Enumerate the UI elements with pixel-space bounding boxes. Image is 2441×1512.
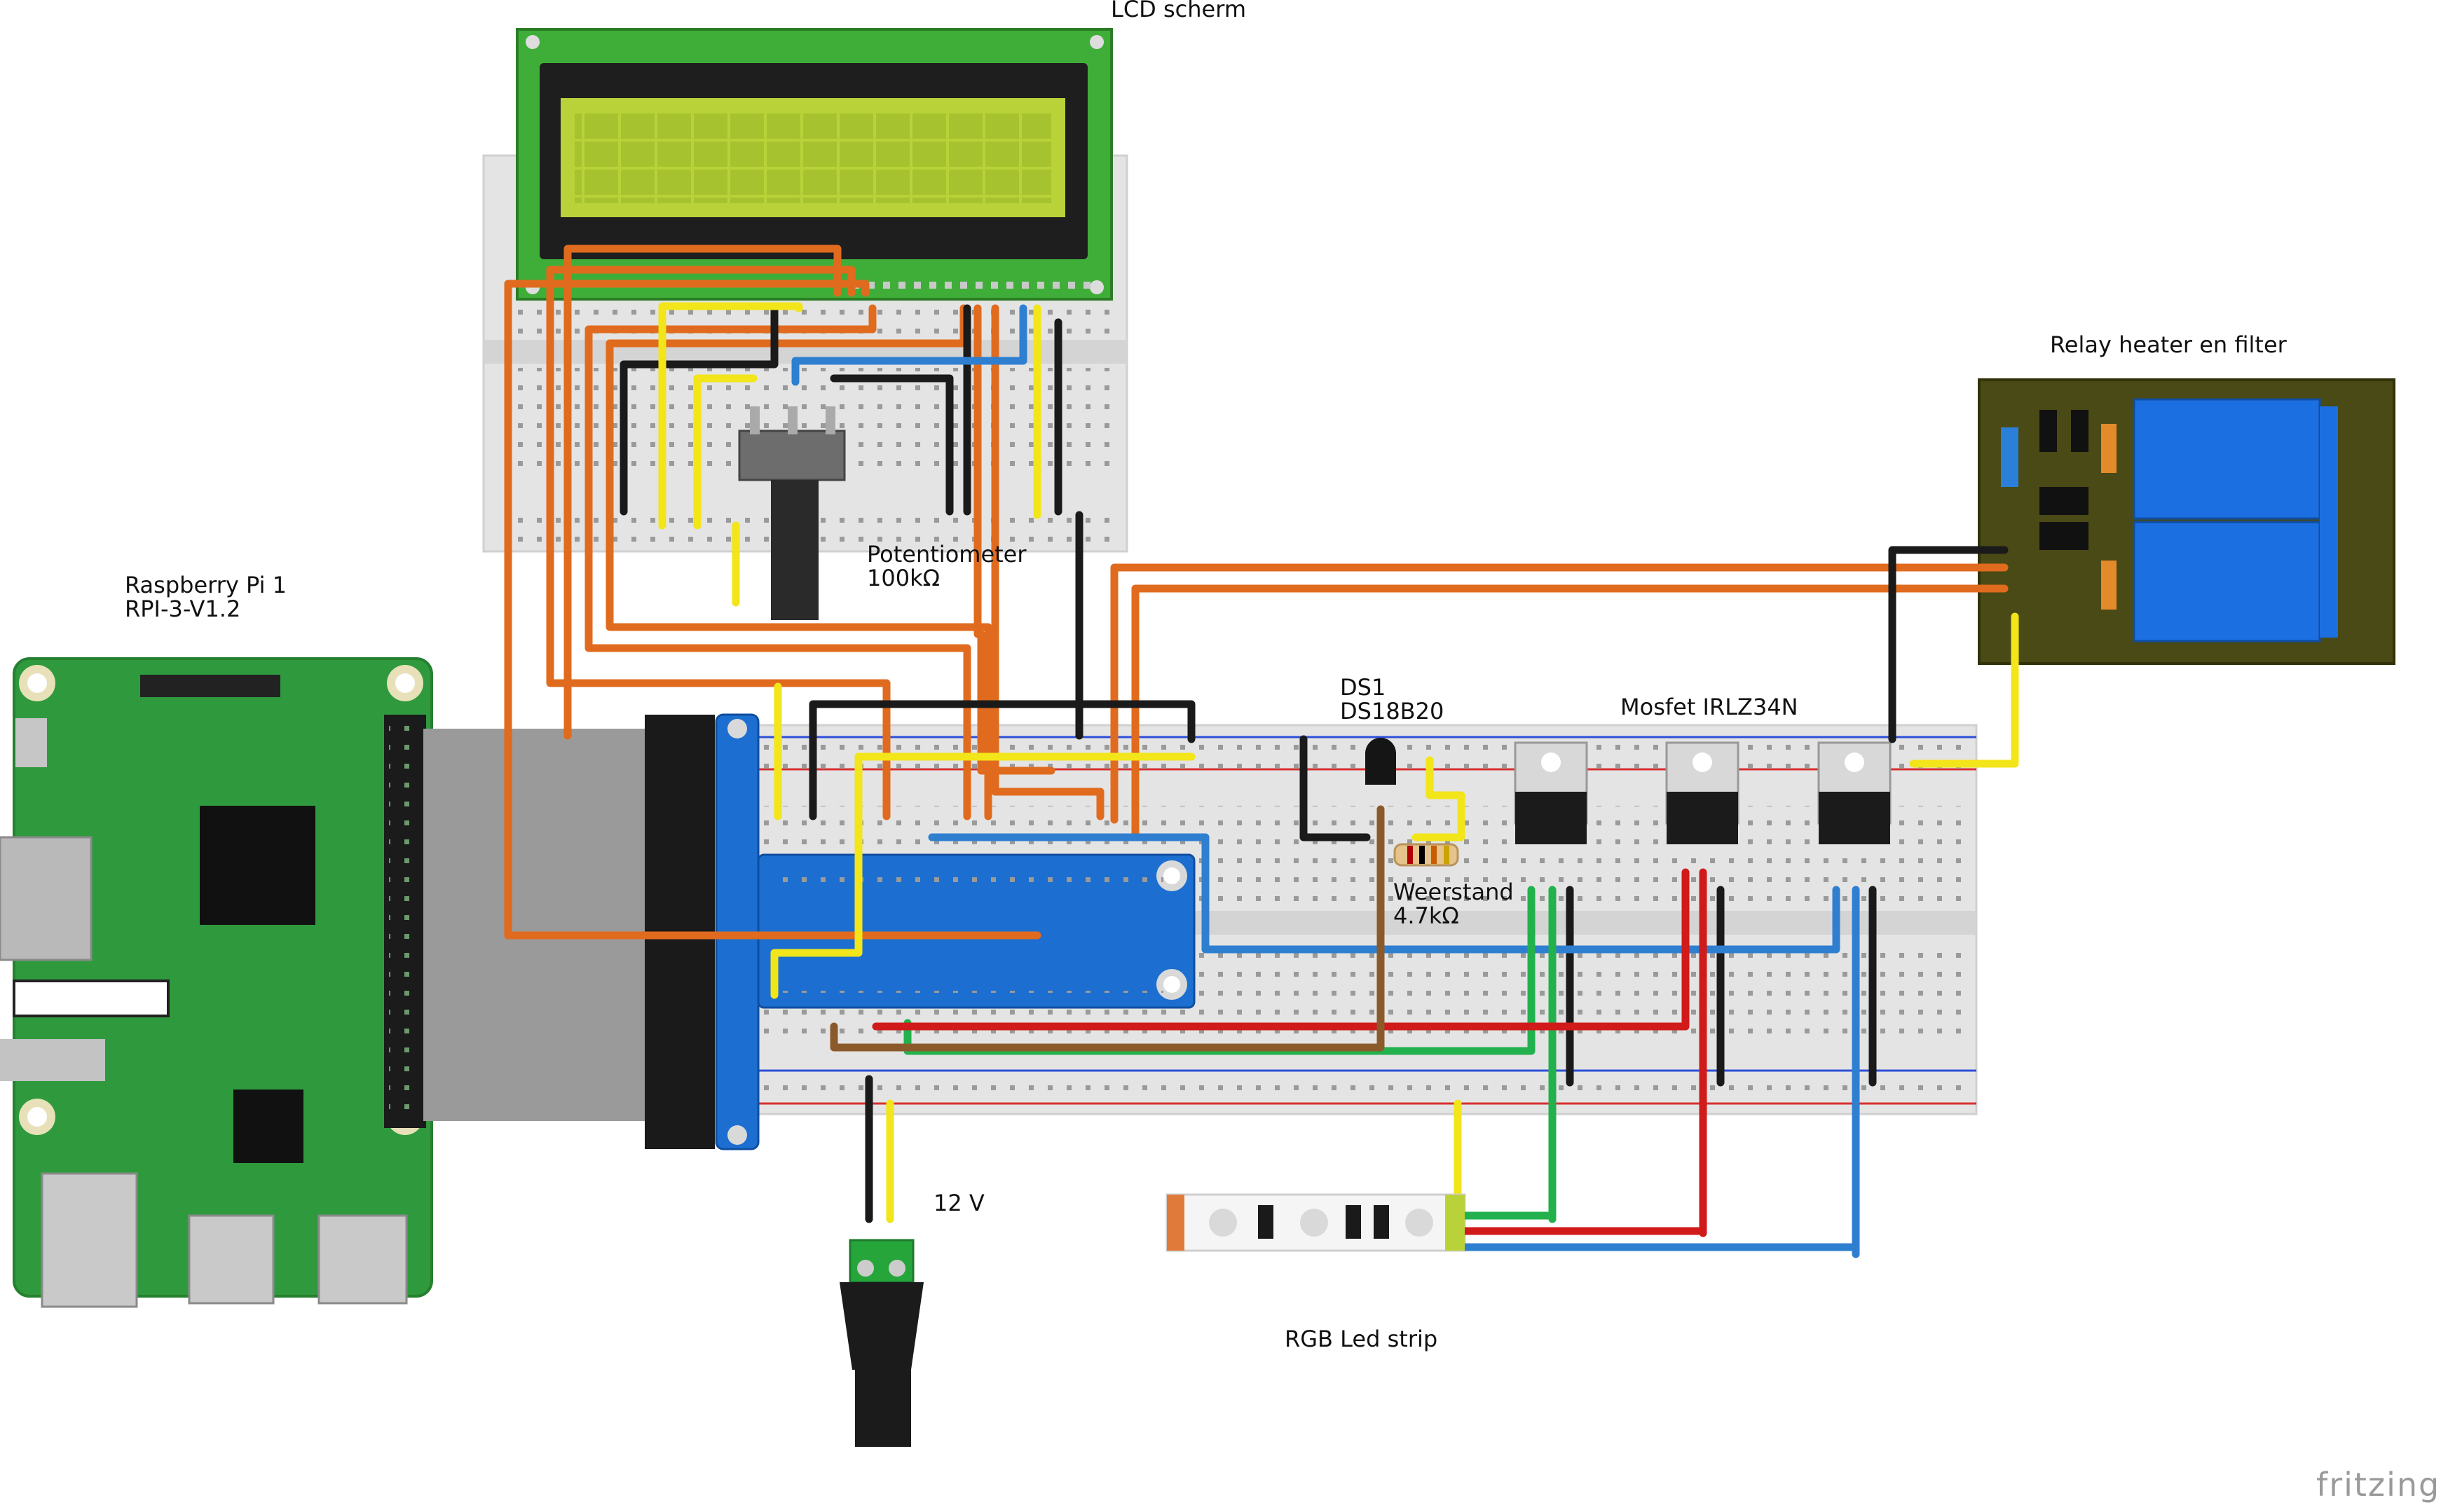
fritzing-brand: fritzing <box>2316 1466 2441 1504</box>
wire-yellow-7 <box>770 752 863 999</box>
resistor-value-label: 4.7kΩ <box>1393 902 1459 929</box>
wire-yellow-8 <box>1425 756 1465 841</box>
wire-black-3 <box>830 374 954 516</box>
wire-orange-6 <box>973 304 1055 775</box>
wire-yellow-1 <box>658 302 803 530</box>
potentiometer <box>738 406 846 620</box>
wire-black-6 <box>809 700 1196 820</box>
rpi-name-label: Raspberry Pi 1 <box>125 572 287 598</box>
wire-orange-4 <box>584 304 971 820</box>
relay-label: Relay heater en filter <box>2050 331 2287 358</box>
mosfet-1 <box>1514 741 1588 844</box>
rgb-label: RGB Led strip <box>1285 1326 1438 1352</box>
wires <box>504 245 2019 1258</box>
mosfet-2 <box>1665 741 1739 844</box>
lcd-label: LCD scherm <box>1111 0 1246 22</box>
wire-black-1 <box>620 304 779 516</box>
wire-black-7 <box>1299 735 1371 841</box>
resistor <box>1393 843 1459 867</box>
pot-value-label: 100kΩ <box>867 565 941 591</box>
wire-black-8 <box>1888 546 2009 743</box>
raspberry-pi-board <box>0 657 715 1308</box>
ds-model-label: DS18B20 <box>1340 698 1444 724</box>
wire-orange-8 <box>1110 563 2009 824</box>
rpi-model-label: RPI-3-V1.2 <box>125 596 241 622</box>
rgb-led-strip <box>1165 1193 1860 1254</box>
relay-module <box>1978 378 2395 665</box>
wire-strip-blue <box>1465 1243 1860 1254</box>
wire-blue-2 <box>928 833 1840 954</box>
wire-orange-3 <box>504 280 1041 940</box>
resistor-name-label: Weerstand <box>1393 879 1514 905</box>
lcd-module <box>516 28 1113 301</box>
wire-orange-7 <box>991 304 1105 820</box>
wire-red-1 <box>872 868 1690 1031</box>
pot-name-label: Potentiometer <box>867 541 1027 568</box>
dc-barrel-jack-icon <box>840 1239 924 1447</box>
mosfet-label: Mosfet IRLZ34N <box>1620 694 1798 720</box>
ds-name-label: DS1 <box>1340 674 1386 701</box>
mosfet-3 <box>1817 741 1892 844</box>
wire-yellow-2 <box>693 374 758 530</box>
power-label: 12 V <box>934 1190 985 1216</box>
ds18b20-sensor <box>1365 738 1396 785</box>
wire-brown-1 <box>830 805 1385 1052</box>
wire-yellow-10 <box>1909 612 2019 768</box>
wire-blue-1 <box>791 304 1027 386</box>
